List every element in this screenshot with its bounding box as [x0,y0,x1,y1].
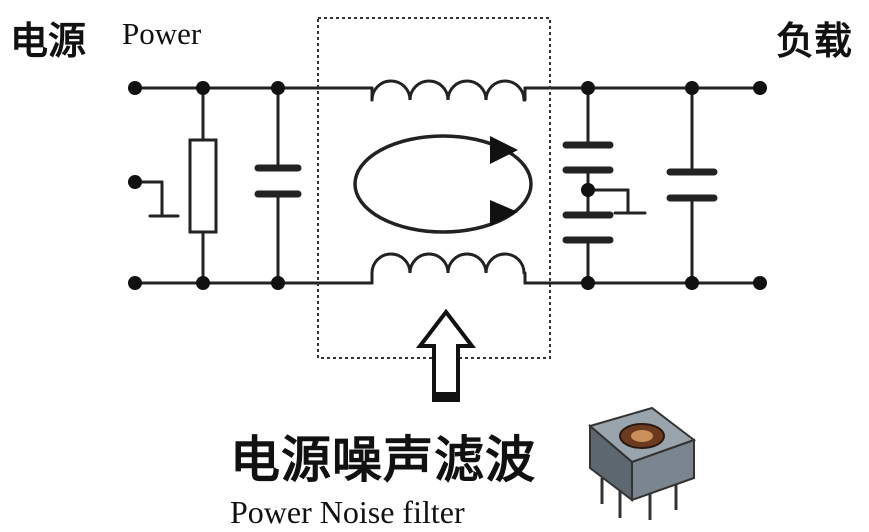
resistor-body [188,138,218,234]
junction-dot [271,276,285,290]
power-source-label-en: Power [122,16,202,51]
filter-boundary-box [317,17,551,359]
terminal-top-right [753,81,767,95]
terminal-bottom-right [753,276,767,290]
caption-title-cn: 电源噪声滤波 [230,431,536,489]
terminal-top-left [128,81,142,95]
junction-dot [581,276,595,290]
junction-dot [196,81,210,95]
junction-dot [271,81,285,95]
flux-arrow-top [490,136,518,164]
terminal-bottom-left [128,276,142,290]
junction-dot [685,276,699,290]
inductor-top-coil [370,79,526,102]
junction-dot [581,183,595,197]
junction-dot [581,81,595,95]
junction-dot [196,276,210,290]
up-arrow-icon [415,308,477,402]
flux-arrow-bottom [490,200,518,226]
common-mode-choke-component-icon [587,406,697,520]
flux-loop [353,134,533,234]
terminal-ground-left [128,175,142,189]
power-source-label-cn: 电源 [10,19,87,63]
junction-dot [685,81,699,95]
caption-title-en: Power Noise filter [230,494,465,530]
load-label-cn: 负载 [776,19,853,63]
inductor-bottom-coil [370,252,526,275]
